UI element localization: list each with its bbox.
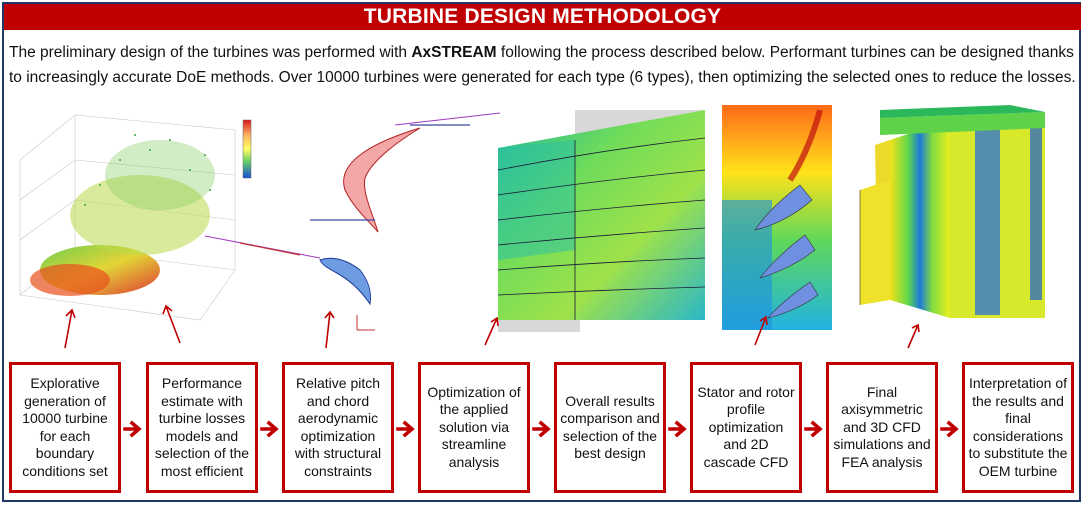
step-box-6: Stator and rotor profile optimization an… [690, 362, 802, 493]
software-name: AxSTREAM [411, 44, 497, 61]
step-box-2: Performance estimate with turbine losses… [146, 362, 258, 493]
step-label-8: Interpretation of the results and final … [968, 375, 1068, 479]
step-label-3: Relative pitch and chord aerodynamic opt… [294, 375, 382, 479]
step-label-7: Final axisymmetric and 3D CFD simulation… [833, 383, 931, 470]
intro-text-end: following the process described below. P… [9, 44, 1076, 86]
flow-arrow-5 [668, 420, 687, 438]
flow-arrow-4 [532, 420, 551, 438]
cascade-cfd-image [722, 105, 832, 330]
step-box-4: Optimization of the applied solution via… [418, 362, 530, 493]
scatter-plot-image [19, 114, 252, 321]
intro-paragraph: The preliminary design of the turbines w… [9, 40, 1079, 90]
step-label-6: Stator and rotor profile optimization an… [697, 383, 795, 470]
pointer-arrows [64, 304, 920, 349]
streamline-contour-image [497, 110, 706, 332]
step-box-5: Overall results comparison and selection… [554, 362, 666, 493]
flow-arrow-3 [396, 420, 415, 438]
step-box-3: Relative pitch and chord aerodynamic opt… [282, 362, 394, 493]
flow-arrow-7 [940, 420, 959, 438]
step-label-5: Overall results comparison and selection… [560, 392, 660, 462]
page-title: TURBINE DESIGN METHODOLOGY [4, 4, 1081, 30]
flow-arrow-6 [804, 420, 823, 438]
intro-text-start: The preliminary design of the turbines w… [9, 44, 412, 61]
flow-arrow-2 [260, 420, 279, 438]
step-box-1: Explorative generation of 10000 turbine … [9, 362, 121, 493]
blade-profile-image [204, 112, 501, 331]
step-box-8: Interpretation of the results and final … [962, 362, 1074, 493]
3d-cfd-image [859, 105, 1045, 318]
step-label-4: Optimization of the applied solution via… [427, 383, 521, 470]
step-box-7: Final axisymmetric and 3D CFD simulation… [826, 362, 938, 493]
figures-strip [19, 105, 1045, 349]
step-label-1: Explorative generation of 10000 turbine … [22, 375, 108, 479]
flow-arrow-1 [123, 420, 142, 438]
step-label-2: Performance estimate with turbine losses… [154, 375, 250, 479]
